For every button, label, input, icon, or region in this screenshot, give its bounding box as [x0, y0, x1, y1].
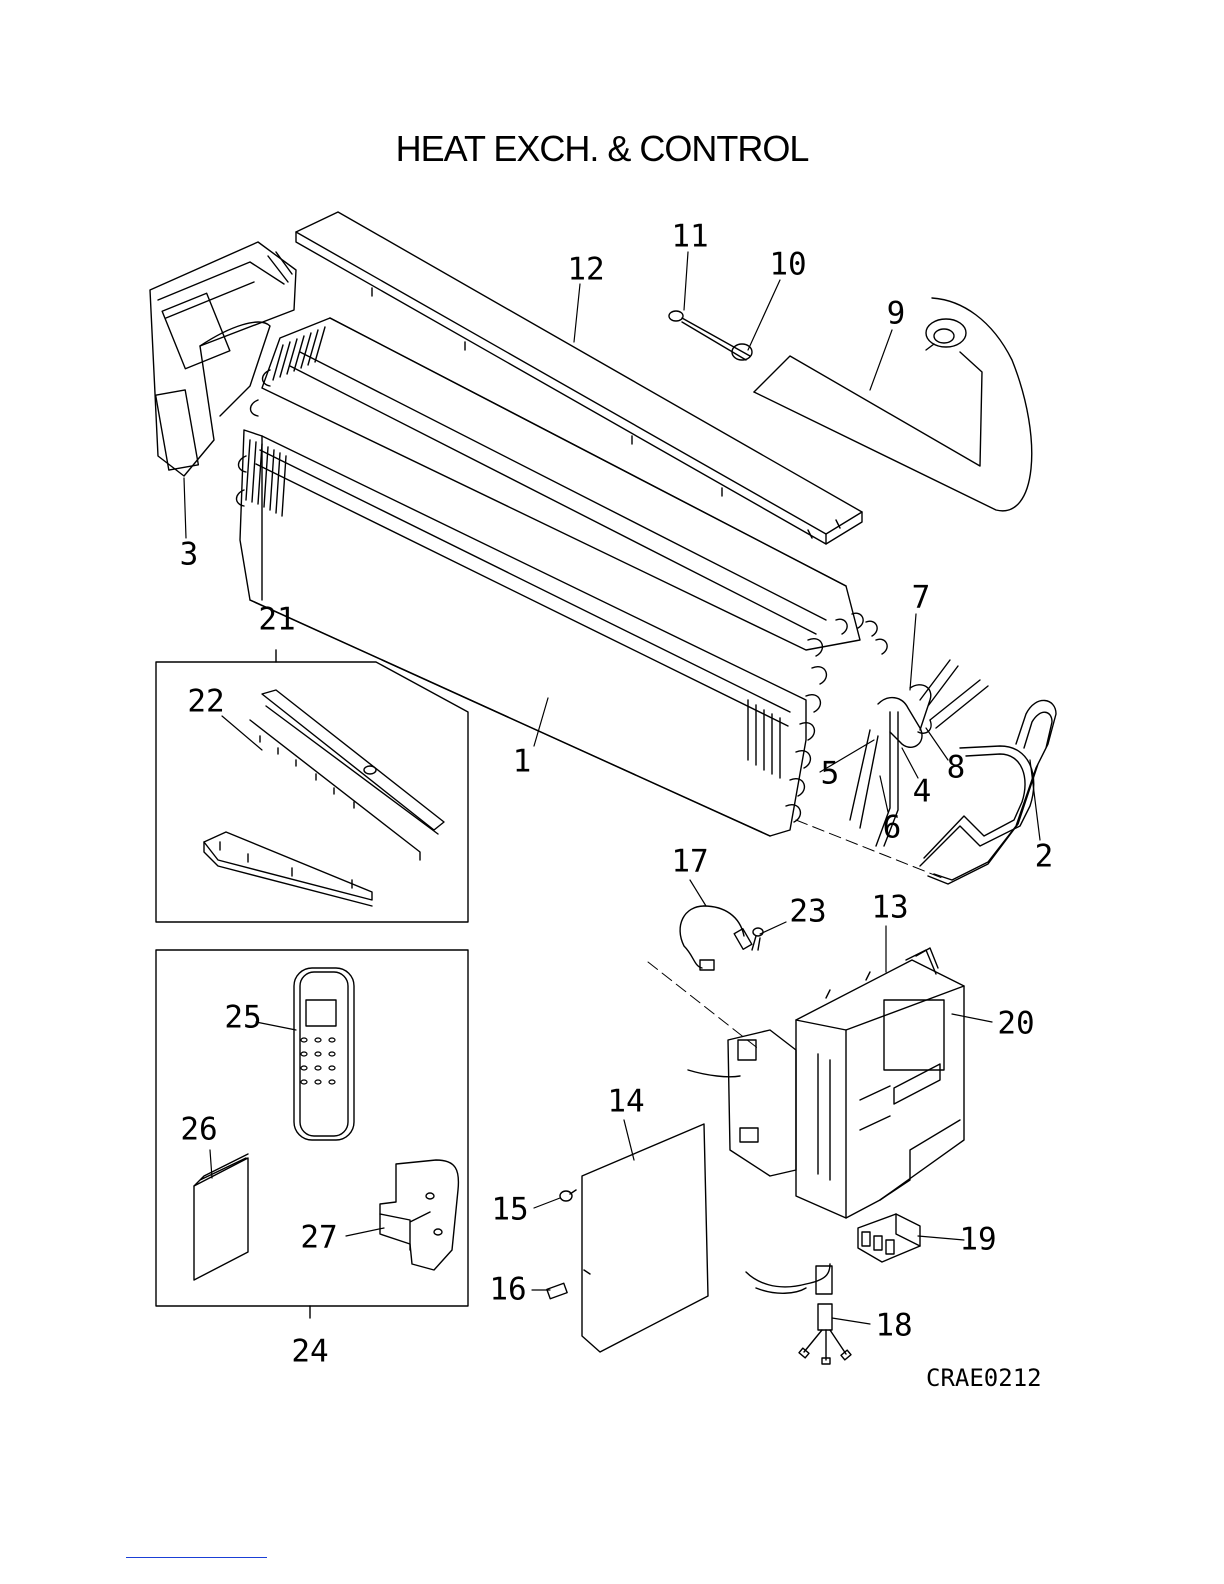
callout-24: 24 [291, 1337, 328, 1368]
callout-8: 8 [947, 753, 966, 784]
callout-25: 25 [224, 1003, 261, 1034]
power-cord [746, 1264, 851, 1364]
callout-12: 12 [567, 255, 604, 286]
callout-9: 9 [887, 299, 906, 330]
callout-19: 19 [959, 1225, 996, 1256]
callout-14: 14 [607, 1087, 644, 1118]
screws [547, 1190, 576, 1299]
capillary-sensor [669, 311, 752, 360]
callout-20: 20 [997, 1009, 1034, 1040]
callout-1: 1 [513, 747, 532, 778]
callout-16: 16 [489, 1275, 526, 1306]
drawing-code: CRAE0212 [926, 1364, 1042, 1392]
callout-2: 2 [1035, 842, 1054, 873]
cover-plate [582, 1124, 708, 1352]
callout-26: 26 [180, 1115, 217, 1146]
callout-3: 3 [180, 540, 199, 571]
control-box [688, 948, 964, 1218]
callout-4: 4 [913, 777, 932, 808]
callout-17: 17 [671, 847, 708, 878]
callout-7: 7 [912, 583, 931, 614]
heat-exchanger-coil [237, 318, 888, 836]
callout-6: 6 [883, 813, 902, 844]
callout-27: 27 [300, 1223, 337, 1254]
room-sensor-wire [680, 906, 763, 970]
side-bracket [150, 242, 296, 476]
callout-10: 10 [769, 250, 806, 281]
terminal-block [858, 1214, 920, 1262]
callout-22: 22 [187, 687, 224, 718]
callout-13: 13 [871, 893, 908, 924]
callout-23: 23 [789, 897, 826, 928]
footer-link-underline [126, 1557, 267, 1558]
callout-11: 11 [671, 222, 708, 253]
callout-5: 5 [821, 759, 840, 790]
callout-21: 21 [258, 605, 295, 636]
callout-18: 18 [875, 1311, 912, 1342]
callout-15: 15 [491, 1195, 528, 1226]
